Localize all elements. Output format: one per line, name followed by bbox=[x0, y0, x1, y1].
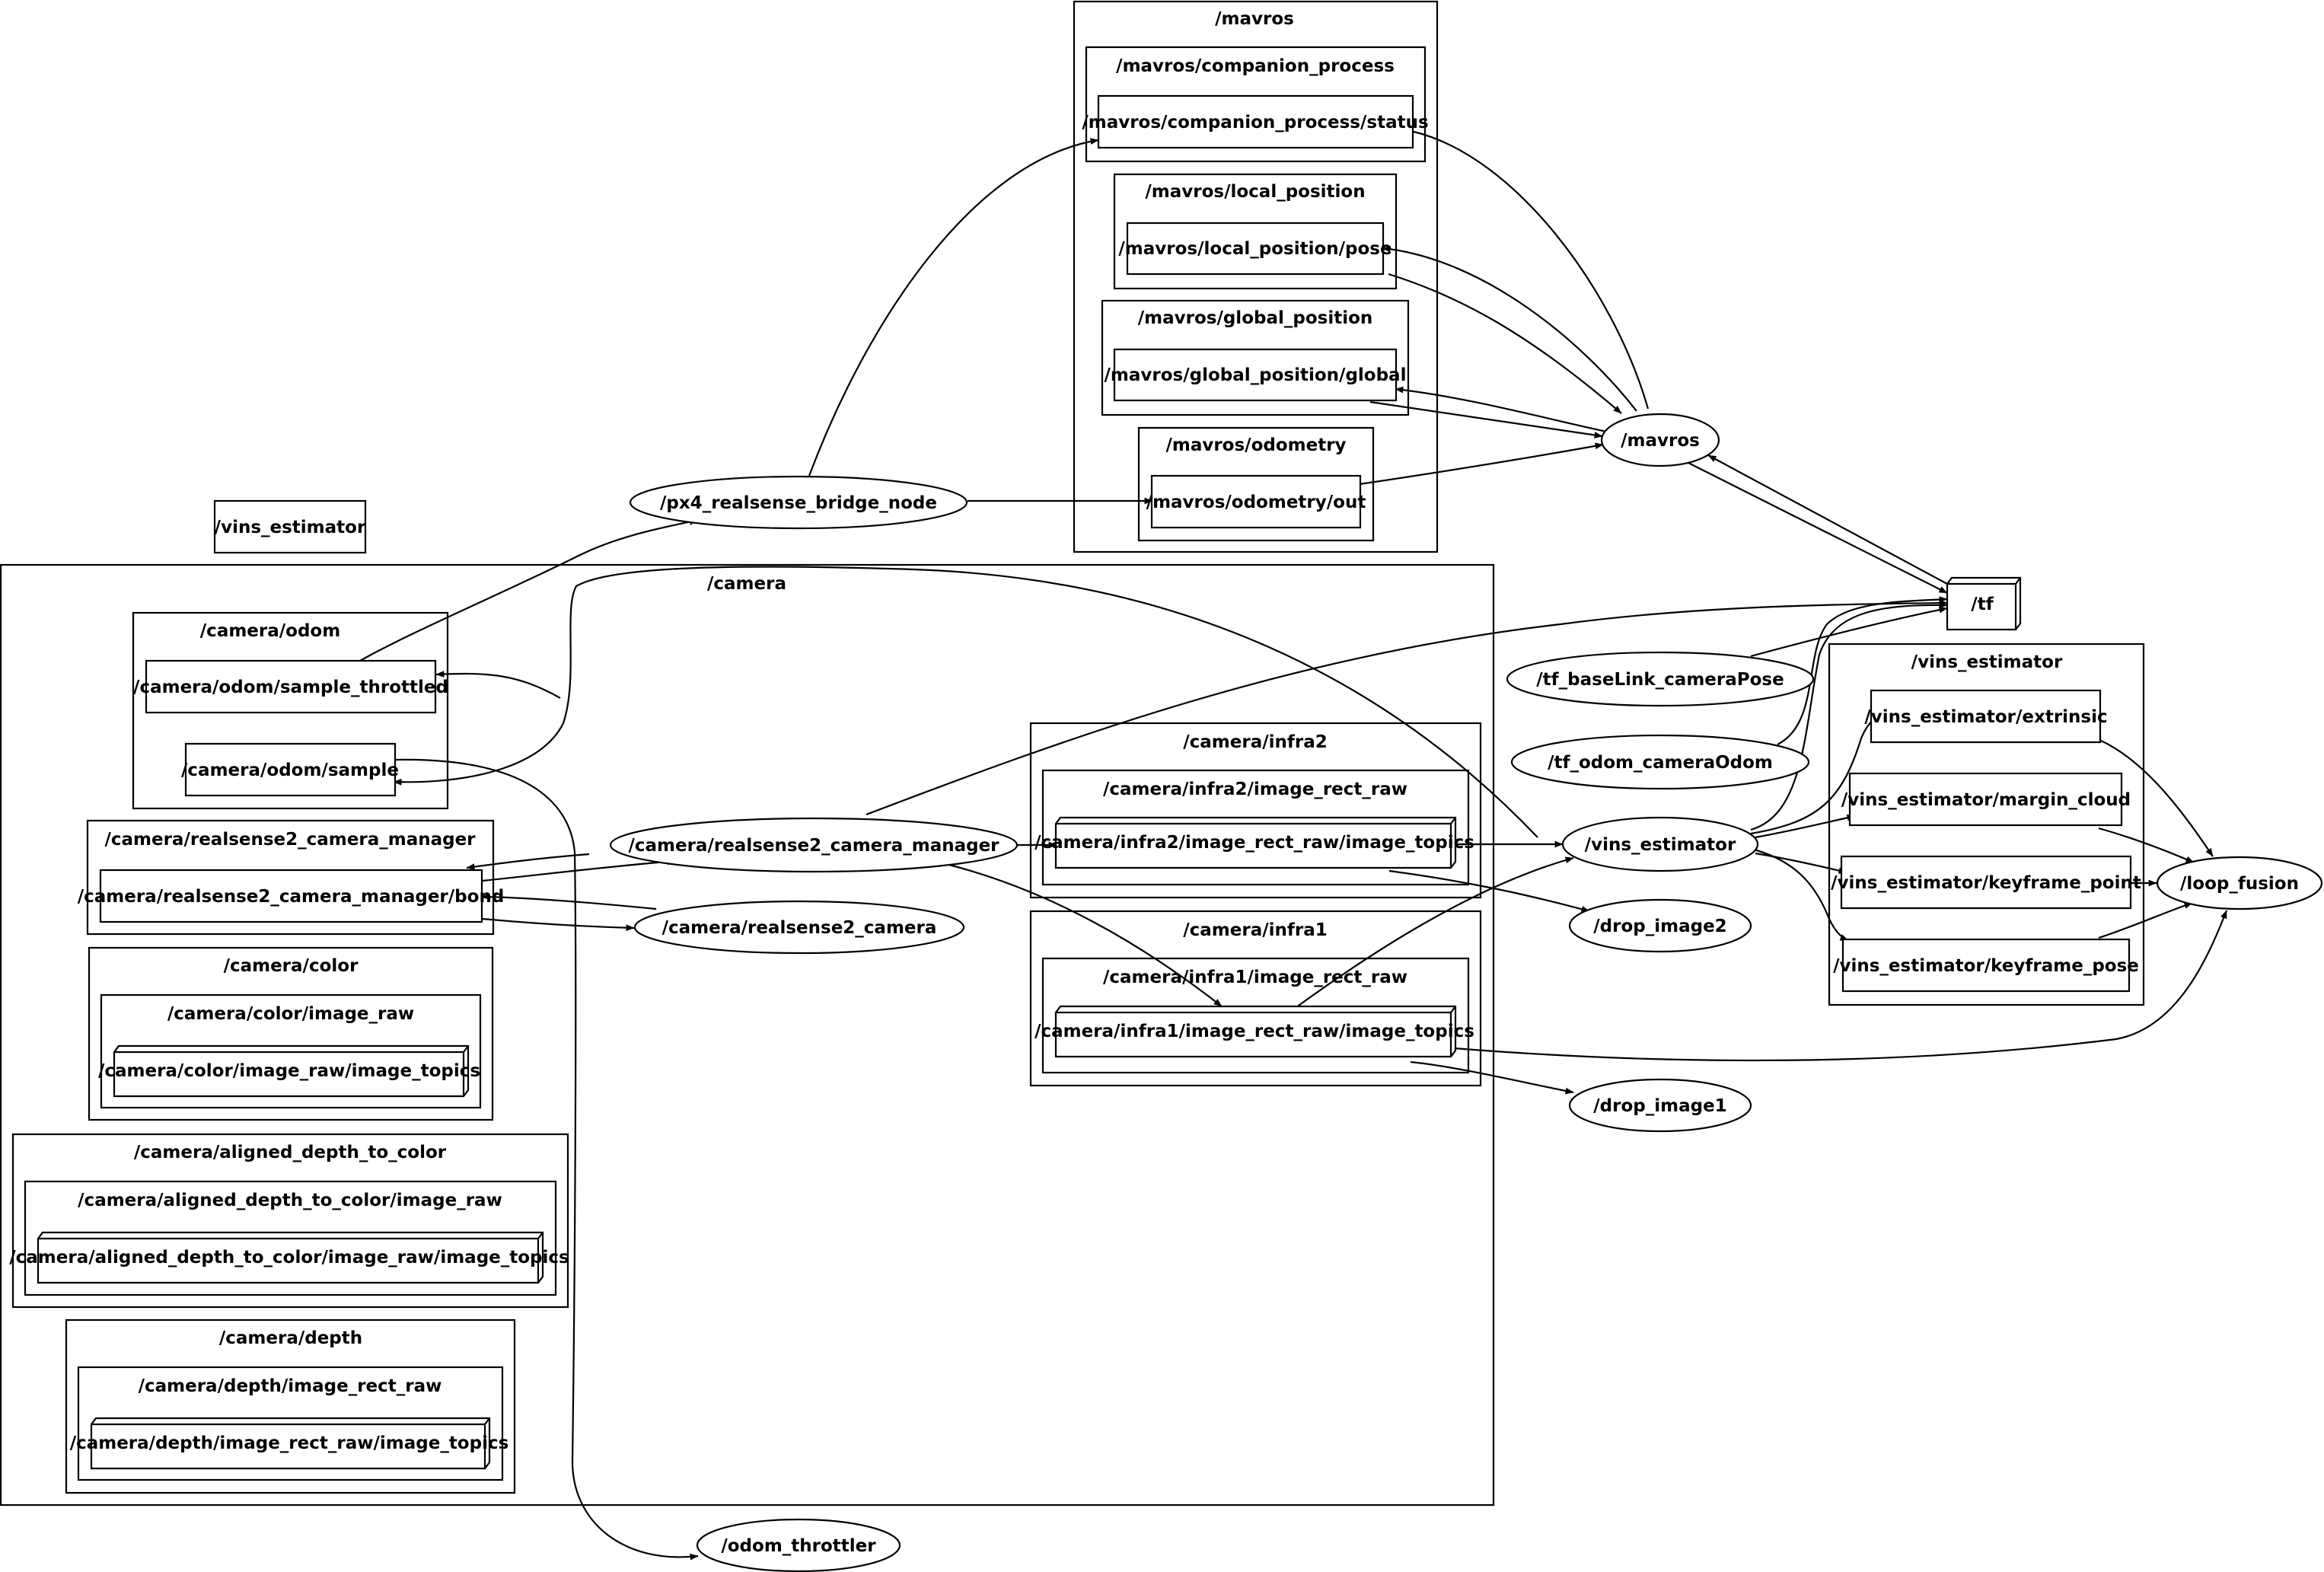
node-px4-realsense-bridge-node-label: /px4_realsense_bridge_node bbox=[660, 493, 937, 513]
topic-odom-sample-throttled-label: /camera/odom/sample_throttled bbox=[133, 678, 448, 697]
cluster-camera-infra2-label: /camera/infra2 bbox=[1183, 732, 1328, 752]
topic-depth-image-topics[interactable]: /camera/depth/image_rect_raw/image_topic… bbox=[70, 1417, 509, 1470]
cluster-color-image-raw-label: /camera/color/image_raw bbox=[167, 1004, 414, 1024]
node-realsense2-camera-manager-label: /camera/realsense2_camera_manager bbox=[628, 836, 999, 856]
node-realsense2-camera[interactable]: /camera/realsense2_camera bbox=[633, 900, 965, 955]
topic-infra1-image-topics[interactable]: /camera/infra1/image_rect_raw/image_topi… bbox=[1034, 1005, 1474, 1058]
node-odom-throttler[interactable]: /odom_throttler bbox=[696, 1518, 901, 1572]
cluster-aligned-depth-to-color: /camera/aligned_depth_to_color bbox=[11, 1133, 569, 1309]
topic-tf[interactable]: /tf bbox=[1946, 576, 2022, 631]
topic-vins-margin-cloud[interactable]: /vins_estimator/margin_cloud bbox=[1841, 772, 2131, 827]
node-loop-fusion-label: /loop_fusion bbox=[2180, 874, 2299, 894]
cluster-camera: /camera bbox=[0, 563, 1495, 1507]
node-tf-baselink-camerapose[interactable]: /tf_baseLink_cameraPose bbox=[1506, 651, 1815, 707]
topic-companion-process-status-label: /mavros/companion_process/status bbox=[1082, 113, 1428, 132]
topic-odometry-out[interactable]: /mavros/odometry/out bbox=[1146, 474, 1366, 529]
topic-infra2-image-topics[interactable]: /camera/infra2/image_rect_raw/image_topi… bbox=[1034, 816, 1474, 869]
topic-vins-extrinsic[interactable]: /vins_estimator/extrinsic bbox=[1864, 689, 2108, 744]
cluster-camera-depth-label: /camera/depth bbox=[219, 1328, 362, 1348]
cluster-mavros: /mavros bbox=[1073, 0, 1439, 553]
topic-infra1-image-topics-label: /camera/infra1/image_rect_raw/image_topi… bbox=[1034, 1022, 1474, 1041]
cluster-realsense2-camera-manager-label: /camera/realsense2_camera_manager bbox=[104, 830, 476, 850]
cluster-camera-label: /camera bbox=[707, 574, 786, 594]
cluster-camera-infra1-label: /camera/infra1 bbox=[1183, 920, 1328, 940]
topic-global-position-global-label: /mavros/global_position/global bbox=[1105, 365, 1407, 385]
cluster-infra1-image-rect-raw-label: /camera/infra1/image_rect_raw bbox=[1103, 968, 1407, 987]
topic-odom-sample[interactable]: /camera/odom/sample bbox=[181, 742, 399, 797]
topic-color-image-topics[interactable]: /camera/color/image_raw/image_topics bbox=[98, 1044, 480, 1098]
node-tf-baselink-camerapose-label: /tf_baseLink_cameraPose bbox=[1536, 670, 1784, 690]
topic-local-position-pose-label: /mavros/local_position/pose bbox=[1118, 239, 1392, 259]
node-realsense2-camera-label: /camera/realsense2_camera bbox=[662, 918, 937, 938]
cluster-companion-process: /mavros/companion_process bbox=[1085, 46, 1427, 163]
cluster-depth-image-rect-raw-label: /camera/depth/image_rect_raw bbox=[139, 1376, 442, 1396]
node-drop-image2[interactable]: /drop_image2 bbox=[1568, 898, 1752, 953]
cluster-depth-image-rect-raw: /camera/depth/image_rect_raw bbox=[77, 1366, 504, 1481]
cluster-aligned-depth-to-color-label: /camera/aligned_depth_to_color bbox=[134, 1143, 447, 1162]
node-vins-estimator-label: /vins_estimator bbox=[1585, 835, 1736, 855]
cluster-mavros-label: /mavros bbox=[1215, 9, 1294, 29]
topic-odom-sample-throttled[interactable]: /camera/odom/sample_throttled bbox=[133, 659, 448, 714]
cluster-local-position-label: /mavros/local_position bbox=[1145, 182, 1365, 202]
cluster-odometry-label: /mavros/odometry bbox=[1165, 435, 1346, 455]
topic-companion-process-status[interactable]: /mavros/companion_process/status bbox=[1082, 94, 1429, 149]
cluster-aligned-image-raw-label: /camera/aligned_depth_to_color/image_raw bbox=[78, 1191, 502, 1210]
node-tf-odom-cameraodom[interactable]: /tf_odom_cameraOdom bbox=[1510, 734, 1810, 790]
topic-odometry-out-label: /mavros/odometry/out bbox=[1146, 493, 1366, 512]
cluster-camera-depth: /camera/depth bbox=[65, 1319, 516, 1494]
topic-vins-keyframe-point[interactable]: /vins_estimator/keyframe_point bbox=[1831, 855, 2141, 910]
node-mavros-label: /mavros bbox=[1621, 431, 1700, 451]
cluster-camera-infra1: /camera/infra1 bbox=[1029, 910, 1482, 1087]
topic-depth-image-topics-label: /camera/depth/image_rect_raw/image_topic… bbox=[70, 1433, 509, 1453]
topic-aligned-image-topics[interactable]: /camera/aligned_depth_to_color/image_raw… bbox=[9, 1231, 569, 1284]
node-realsense2-camera-manager[interactable]: /camera/realsense2_camera_manager bbox=[609, 817, 1019, 873]
node-drop-image1-label: /drop_image1 bbox=[1593, 1096, 1726, 1116]
cluster-camera-infra2: /camera/infra2 bbox=[1029, 722, 1482, 899]
cluster-vins-estimator: /vins_estimator bbox=[1828, 643, 2145, 1006]
topic-vins-keyframe-point-label: /vins_estimator/keyframe_point bbox=[1831, 873, 2141, 893]
cluster-global-position-label: /mavros/global_position bbox=[1138, 308, 1373, 328]
topic-realsense2-manager-bond[interactable]: /camera/realsense2_camera_manager/bond bbox=[78, 869, 505, 923]
topic-local-position-pose[interactable]: /mavros/local_position/pose bbox=[1118, 222, 1392, 276]
node-loop-fusion[interactable]: /loop_fusion bbox=[2156, 856, 2323, 910]
topic-tf-label: /tf bbox=[1971, 595, 1994, 614]
node-vins-estimator[interactable]: /vins_estimator bbox=[1561, 816, 1759, 872]
cluster-color-image-raw: /camera/color/image_raw bbox=[100, 993, 482, 1109]
node-drop-image2-label: /drop_image2 bbox=[1593, 917, 1726, 936]
topic-vins-estimator-standalone[interactable]: /vins_estimator bbox=[213, 499, 367, 554]
cluster-companion-process-label: /mavros/companion_process bbox=[1116, 56, 1395, 76]
topic-realsense2-manager-bond-label: /camera/realsense2_camera_manager/bond bbox=[78, 887, 505, 907]
topic-global-position-global[interactable]: /mavros/global_position/global bbox=[1105, 348, 1407, 402]
topic-vins-estimator-standalone-label: /vins_estimator bbox=[215, 518, 366, 537]
cluster-infra2-image-rect-raw: /camera/infra2/image_rect_raw bbox=[1041, 769, 1470, 886]
topic-vins-keyframe-pose-label: /vins_estimator/keyframe_pose bbox=[1833, 956, 2139, 976]
node-mavros[interactable]: /mavros bbox=[1600, 413, 1720, 467]
topic-vins-keyframe-pose[interactable]: /vins_estimator/keyframe_pose bbox=[1833, 938, 2139, 993]
topic-vins-margin-cloud-label: /vins_estimator/margin_cloud bbox=[1841, 790, 2131, 810]
cluster-camera-color: /camera/color bbox=[88, 946, 494, 1121]
node-tf-odom-cameraodom-label: /tf_odom_cameraOdom bbox=[1548, 753, 1773, 773]
cluster-global-position: /mavros/global_position bbox=[1101, 299, 1410, 416]
cluster-aligned-image-raw: /camera/aligned_depth_to_color/image_raw bbox=[24, 1180, 557, 1296]
cluster-camera-odom: /camera/odom bbox=[132, 611, 449, 810]
node-odom-throttler-label: /odom_throttler bbox=[721, 1536, 876, 1556]
cluster-camera-odom-label: /camera/odom bbox=[200, 621, 340, 641]
node-drop-image1[interactable]: /drop_image1 bbox=[1568, 1078, 1752, 1133]
cluster-odometry: /mavros/odometry bbox=[1137, 426, 1375, 542]
cluster-vins-estimator-label: /vins_estimator bbox=[1911, 652, 2063, 672]
cluster-infra1-image-rect-raw: /camera/infra1/image_rect_raw bbox=[1041, 957, 1470, 1074]
cluster-local-position: /mavros/local_position bbox=[1113, 173, 1398, 290]
topic-vins-extrinsic-label: /vins_estimator/extrinsic bbox=[1864, 707, 2107, 727]
cluster-realsense2-camera-manager: /camera/realsense2_camera_manager bbox=[86, 819, 495, 936]
edges bbox=[359, 130, 2228, 1561]
cluster-camera-color-label: /camera/color bbox=[224, 956, 359, 976]
topic-infra2-image-topics-label: /camera/infra2/image_rect_raw/image_topi… bbox=[1034, 833, 1474, 853]
topic-odom-sample-label: /camera/odom/sample bbox=[181, 760, 399, 780]
topic-color-image-topics-label: /camera/color/image_raw/image_topics bbox=[98, 1061, 480, 1081]
node-px4-realsense-bridge-node[interactable]: /px4_realsense_bridge_node bbox=[629, 475, 968, 530]
topic-aligned-image-topics-label: /camera/aligned_depth_to_color/image_raw… bbox=[9, 1248, 569, 1267]
cluster-infra2-image-rect-raw-label: /camera/infra2/image_rect_raw bbox=[1103, 780, 1407, 799]
